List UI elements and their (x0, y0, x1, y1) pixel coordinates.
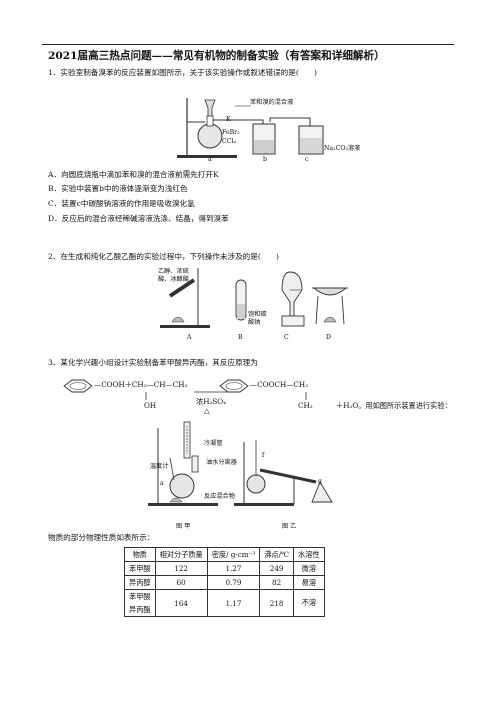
q3-eq-left: —COOH＋CH₃—CH—CH₃ (94, 380, 188, 389)
q3-label-fig1: 图 甲 (176, 523, 191, 530)
table-header: 水溶性 (293, 547, 325, 562)
q2-label-a: A (187, 334, 192, 341)
q1-stem: 1．实验室制备溴苯的反应装置如图所示，关于该实验操作或叙述错误的是( ) (48, 68, 317, 77)
table-cell: 164 (154, 589, 208, 617)
table-header: 沸点/℃ (259, 547, 295, 562)
table-cell: 1.17 (206, 589, 261, 617)
q2-label-na2co3: 饱和碳酸钠 (248, 311, 267, 326)
q3-apparatus-figure (148, 421, 333, 506)
q3-label-mixture: 反应混合物 (204, 493, 235, 500)
table-header: 密度/ g·cm⁻³ (206, 547, 261, 562)
q1-label-c: c (305, 156, 309, 163)
q3-eq-left-oh: OH (144, 401, 157, 410)
q3-eq-right-sub: CH₃ (298, 401, 313, 410)
q2-label-c: C (284, 334, 289, 341)
q3-label-fig2: 图 乙 (282, 523, 297, 530)
table-row: 异丙醇 60 0.79 82 易溶 (124, 575, 325, 590)
q3-label-separator: 油水分离器 (206, 459, 237, 466)
q1-apparatus-figure (177, 98, 324, 158)
q3-label-g: g (318, 478, 322, 485)
table-cell: 218 (259, 589, 295, 617)
table-cell-line: 异丙酯 (129, 605, 151, 614)
q1-label-febr3: FeBr₃ (222, 129, 240, 136)
table-cell: 异丙醇 (124, 575, 156, 590)
table-header: 物质 (124, 547, 156, 562)
table-cell: 249 (259, 561, 295, 576)
table-row: 苯甲酸异丙酯 164 1.17 218 不溶 (124, 589, 325, 617)
q3-label-f: f (262, 452, 265, 459)
table-header-row: 物质 相对分子质量 密度/ g·cm⁻³ 沸点/℃ 水溶性 (124, 547, 325, 562)
table-row: 苯甲酸 122 1.27 249 微溶 (124, 561, 325, 576)
q1-option-c: C．装置c中碳酸钠溶液的作用是吸收溴化氢 (48, 199, 195, 208)
q1-label-mix: 苯和溴的混合液 (250, 99, 294, 106)
q1-option-a: A．向圆底烧瓶中滴加苯和溴的混合液前需先打开K (48, 170, 219, 179)
table-cell: 苯甲酸 (124, 561, 156, 576)
q2-stem: 2、在生成和纯化乙酸乙酯的实验过程中，下列操作未涉及的是( ) (48, 252, 279, 261)
table-cell: 1.27 (206, 561, 261, 576)
q2-label-d: D (326, 334, 331, 341)
table-cell: 122 (154, 561, 208, 576)
table-cell: 0.79 (206, 575, 261, 590)
q3-reaction-structures (63, 379, 307, 400)
q3-stem: 3、某化学兴趣小组设计实验制备苯甲酸异丙酯，其反应原理为 (48, 358, 258, 367)
q2-label-b: B (238, 334, 243, 341)
table-cell: 不溶 (293, 589, 325, 617)
table-cell: 60 (154, 575, 208, 590)
q1-option-d: D．反应后的混合液经稀碱溶液洗涤、结晶，得到溴苯 (48, 214, 229, 223)
q3-label-a: a (160, 480, 164, 487)
properties-table: 物质 相对分子质量 密度/ g·cm⁻³ 沸点/℃ 水溶性 苯甲酸 122 1.… (124, 547, 325, 617)
top-rule (42, 44, 454, 45)
q1-label-k: K (226, 116, 231, 123)
q1-option-b: B．实验中装置b中的液体逐渐变为浅红色 (48, 184, 188, 193)
q2-label-reagents: 乙醇、浓硫酸、冰醋酸 (158, 268, 189, 283)
table-cell: 微溶 (293, 561, 325, 576)
q3-eq-heat: △ (204, 406, 210, 415)
table-header: 相对分子质量 (154, 547, 208, 562)
q1-label-b: b (263, 156, 267, 163)
q3-label-thermometer: 温度计 (150, 463, 169, 470)
q1-label-ccl4: CCl₄ (222, 138, 236, 145)
q1-label-na2co3: Na₂CO₃溶液 (324, 145, 361, 152)
table-cell: 82 (259, 575, 295, 590)
table-cell-multiline: 苯甲酸异丙酯 (124, 589, 156, 617)
q3-eq-condition: 浓H₂SO₄ (196, 397, 227, 406)
q3-table-intro: 物质的部分物理性质如表所示： (48, 533, 155, 542)
q1-label-a: a (208, 156, 212, 163)
q3-label-condenser: 冷凝管 (204, 440, 223, 447)
table-cell-line: 苯甲酸 (129, 592, 151, 601)
table-cell: 易溶 (293, 575, 325, 590)
q3-eq-tail: ＋H₂O。用如图所示装置进行实验： (336, 401, 452, 410)
q3-eq-right: —COOCH—CH₃ (250, 380, 309, 389)
page-title: 2021届高三热点问题——常见有机物的制备实验（有答案和详细解析） (48, 50, 385, 62)
q2-apparatus-figure (160, 268, 348, 328)
